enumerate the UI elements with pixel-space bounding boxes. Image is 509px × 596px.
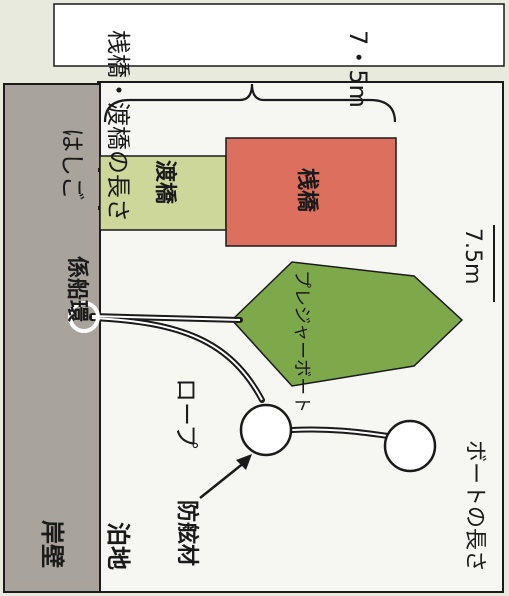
pier-length-box xyxy=(53,3,505,67)
fender-1 xyxy=(239,403,293,457)
mooring-ring xyxy=(68,301,100,333)
rope-label: ロープ xyxy=(172,378,200,449)
gangway xyxy=(99,155,227,231)
fender-2 xyxy=(383,419,437,473)
length-brace xyxy=(103,83,397,123)
fender-pointer-arrow xyxy=(199,454,252,499)
mooring-ring-label: 係船環 xyxy=(64,256,90,323)
ladder-label: はしご xyxy=(58,128,86,200)
pier-label: 桟橋 xyxy=(294,168,320,213)
pier xyxy=(225,137,397,247)
pier-length-title: 桟橋・渡橋の長さ xyxy=(104,30,132,222)
seawall-label: 岸壁 xyxy=(38,520,66,568)
gangway-label: 渡橋 xyxy=(152,160,178,205)
boat-label: プレジャーボート xyxy=(291,270,312,413)
boat-length-label: ボートの長さ xyxy=(462,440,487,572)
pleasure-boat xyxy=(230,261,464,387)
boat-length-value: 7.5m xyxy=(460,228,485,284)
pier-length-value: 7・5m xyxy=(344,30,372,108)
seawall-strip xyxy=(3,83,101,593)
berth-label: 泊地 xyxy=(104,522,132,570)
fender-label: 防舷材 xyxy=(174,500,200,566)
